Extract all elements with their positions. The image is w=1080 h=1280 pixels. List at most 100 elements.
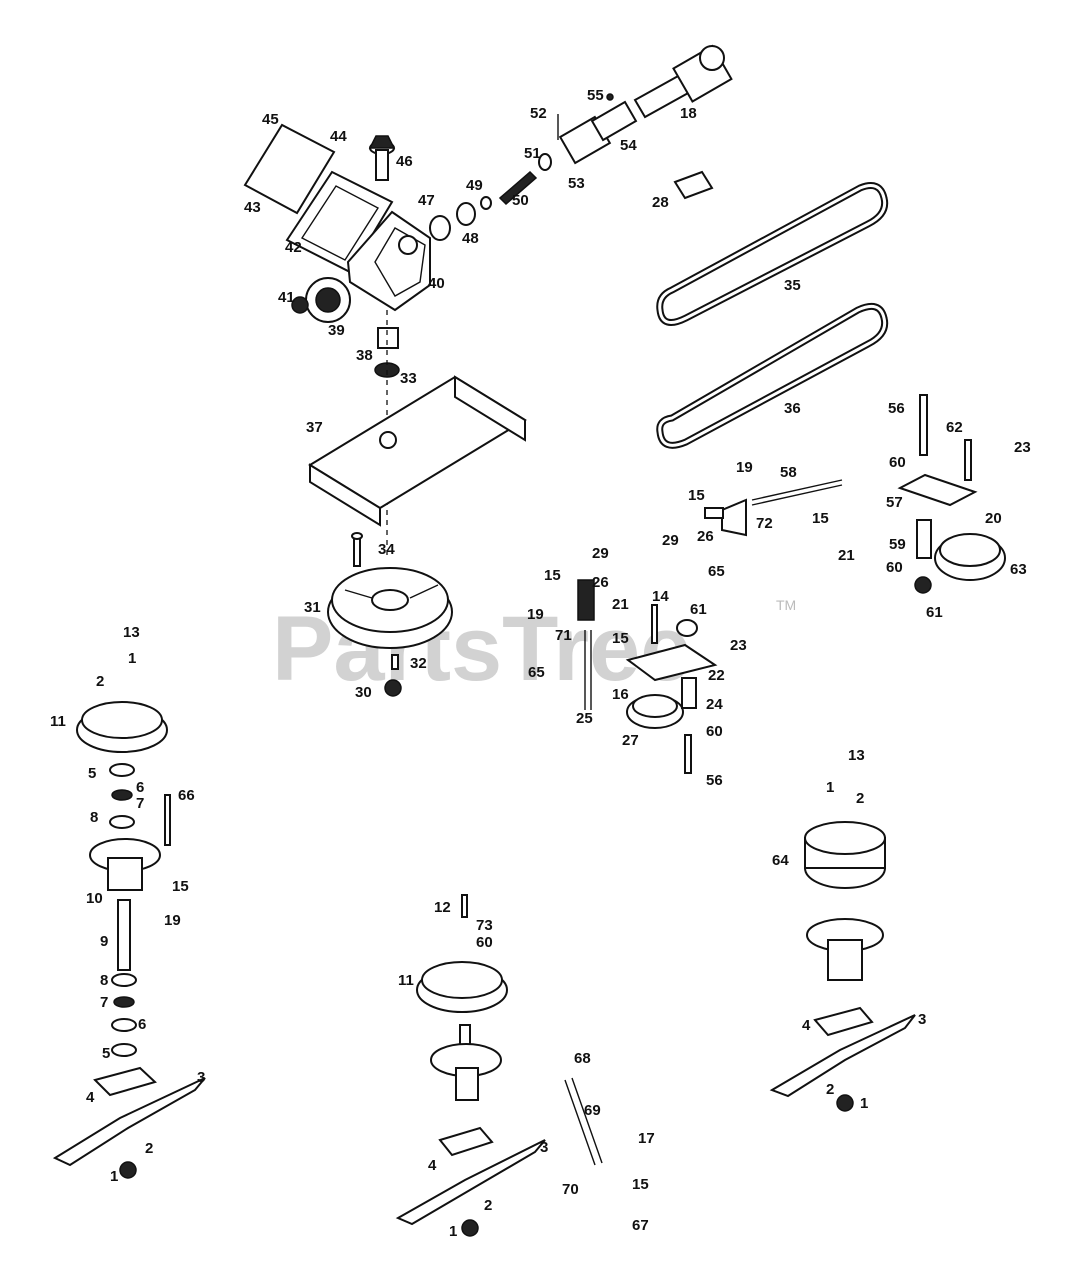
input-shaft-parts [429, 153, 552, 241]
idler-plate-22 [625, 643, 718, 682]
label-67: 67 [632, 1217, 649, 1234]
label-47: 47 [418, 192, 435, 209]
pulley-key-32 [391, 654, 399, 670]
label-7b: 7 [100, 994, 108, 1011]
label-3c: 3 [918, 1011, 926, 1028]
bevel-gear-vertical [368, 135, 396, 181]
center-spindle-pulley [416, 961, 508, 1013]
label-51: 51 [524, 145, 541, 162]
label-52: 52 [530, 105, 547, 122]
right-spindle-pulley [804, 821, 886, 889]
label-33: 33 [400, 370, 417, 387]
label-3b: 3 [540, 1139, 548, 1156]
label-10: 10 [86, 890, 103, 907]
idler-pulley-16 [626, 694, 684, 729]
label-56a: 56 [706, 772, 723, 789]
label-11a: 11 [50, 713, 66, 730]
v-belt-35 [656, 182, 889, 326]
label-70: 70 [562, 1181, 579, 1198]
label-45: 45 [262, 111, 279, 128]
bearing-38 [377, 327, 399, 349]
label-5b: 5 [102, 1045, 110, 1062]
label-56b: 56 [888, 400, 905, 417]
gear-nut [291, 296, 309, 314]
left-blade [52, 1077, 206, 1167]
label-28: 28 [652, 194, 669, 211]
label-58: 58 [780, 464, 797, 481]
bolt-56-right [919, 394, 928, 456]
label-17: 17 [638, 1130, 655, 1147]
right-blade-adapter [813, 1006, 874, 1037]
label-9: 9 [100, 933, 108, 950]
right-nut [836, 1094, 854, 1112]
idler-pulley-63 [934, 533, 1006, 581]
nut-61-right [914, 576, 932, 594]
label-61b: 61 [926, 604, 943, 621]
left-nut [119, 1161, 137, 1179]
idler-rod-25 [577, 579, 595, 710]
universal-joint [557, 93, 638, 165]
center-nut [461, 1219, 479, 1237]
label-19c: 19 [164, 912, 181, 929]
label-2c: 2 [484, 1197, 492, 1214]
label-12: 12 [434, 899, 451, 916]
shaft-key [673, 170, 714, 200]
label-4b: 4 [428, 1157, 437, 1174]
label-1d: 1 [826, 779, 834, 796]
label-53: 53 [568, 175, 585, 192]
label-21a: 21 [612, 596, 629, 613]
left-spindle-bearings [109, 763, 137, 1057]
label-43: 43 [244, 199, 261, 216]
label-41: 41 [278, 289, 295, 306]
label-13a: 13 [123, 624, 140, 641]
label-2d: 2 [856, 790, 864, 807]
label-65b: 65 [708, 563, 725, 580]
label-2e: 2 [826, 1081, 834, 1098]
label-21b: 21 [838, 547, 855, 564]
idler-nut-61 [676, 619, 698, 637]
label-46: 46 [396, 153, 413, 170]
center-bolt-12 [461, 894, 468, 918]
idler-spacer-24 [681, 677, 697, 709]
mounting-bracket [308, 375, 527, 527]
part-labels: 45 44 46 43 42 47 49 48 50 51 52 53 55 5… [50, 87, 1031, 1240]
label-15b: 15 [612, 630, 629, 647]
left-spindle-pulley [76, 701, 168, 753]
gearbox-housing [346, 210, 431, 312]
label-24: 24 [706, 696, 723, 713]
label-8b: 8 [100, 972, 108, 989]
label-4a: 4 [86, 1089, 95, 1106]
label-6a: 6 [136, 779, 144, 796]
label-30: 30 [355, 684, 372, 701]
left-spindle-shaft [117, 899, 131, 971]
label-59: 59 [889, 536, 906, 553]
label-49: 49 [466, 177, 483, 194]
label-15a: 15 [544, 567, 561, 584]
pulley-bolt-34 [351, 532, 363, 567]
label-20: 20 [985, 510, 1002, 527]
label-72: 72 [756, 515, 773, 532]
label-34: 34 [378, 541, 395, 558]
label-16: 16 [612, 686, 629, 703]
label-71: 71 [555, 627, 572, 644]
label-26b: 26 [697, 528, 714, 545]
label-48: 48 [462, 230, 479, 247]
label-15f: 15 [632, 1176, 649, 1193]
label-57: 57 [886, 494, 903, 511]
label-66: 66 [178, 787, 195, 804]
label-15c: 15 [688, 487, 705, 504]
label-63: 63 [1010, 561, 1027, 578]
label-2b: 2 [145, 1140, 153, 1157]
label-1c: 1 [449, 1223, 457, 1240]
label-4c: 4 [802, 1017, 811, 1034]
pulley-nut-30 [384, 679, 402, 697]
label-27: 27 [622, 732, 639, 749]
idler-bolt-56 [684, 734, 692, 774]
label-37: 37 [306, 419, 323, 436]
label-19b: 19 [736, 459, 753, 476]
label-25: 25 [576, 710, 593, 727]
label-62: 62 [946, 419, 963, 436]
label-44: 44 [330, 128, 347, 145]
label-15d: 15 [812, 510, 829, 527]
